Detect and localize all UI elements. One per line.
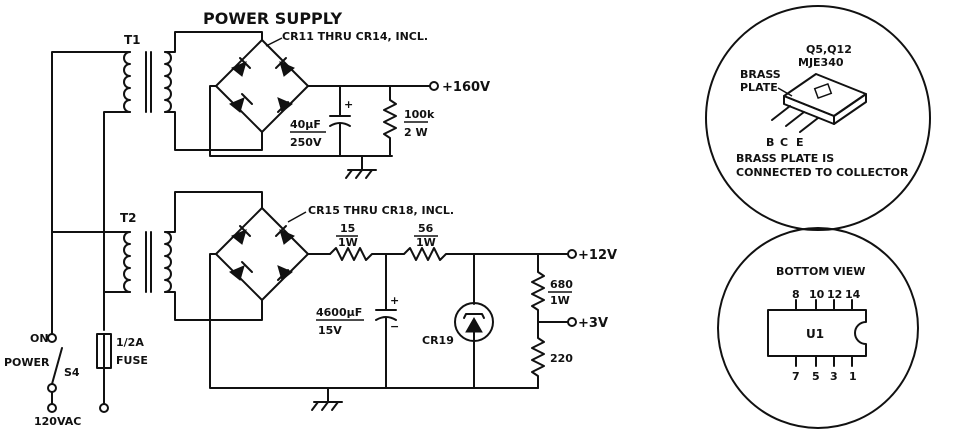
- plate-label-1: BRASS: [740, 68, 781, 81]
- bridge-cr15-cr18: [215, 207, 309, 301]
- transistor-parts: Q5,Q12: [806, 43, 852, 56]
- pin-c: C: [780, 136, 788, 149]
- wire-t1-primary-a: [51, 51, 131, 233]
- wire-t2-sec-bottom: [164, 291, 263, 321]
- cap2-voltage: 15V: [318, 324, 342, 337]
- capacitor-4600uf: + − 4600μF 15V: [316, 253, 399, 389]
- fuse-rating: 1/2A: [116, 336, 144, 349]
- r15-value: 15: [340, 222, 355, 235]
- cap1-value: 40μF: [290, 118, 321, 131]
- switch-id: S4: [64, 366, 80, 379]
- transformer-t2: T2: [120, 211, 172, 293]
- ground-top: [345, 155, 377, 179]
- plate-label-2: PLATE: [740, 81, 778, 94]
- ic-bottom-pin-1: 1: [849, 370, 857, 383]
- output-3v: +3V: [578, 316, 608, 331]
- r220-value: 220: [550, 352, 573, 365]
- title: POWER SUPPLY: [203, 9, 342, 28]
- output-160v: +160V: [442, 80, 490, 95]
- bridge2-label: CR15 THRU CR18, INCL.: [308, 204, 454, 217]
- transistor-note-1: BRASS PLATE IS: [736, 152, 834, 165]
- r680-power: 1W: [550, 294, 570, 307]
- terminal-12v: [567, 249, 577, 259]
- terminal-3v: [567, 317, 577, 327]
- cap1-polarity: +: [344, 98, 353, 111]
- zener-label: CR19: [422, 334, 454, 347]
- r15-power: 1W: [338, 236, 358, 249]
- switch-on-label: ON: [30, 332, 49, 345]
- res100k-value: 100k: [404, 108, 435, 121]
- wire-bridge2-return: [209, 253, 539, 389]
- terminal-160v: [429, 81, 439, 91]
- r56-value: 56: [418, 222, 434, 235]
- ic-top-pin-10: 10: [809, 288, 825, 301]
- transformer-t1: T1: [123, 33, 172, 113]
- wire-t1-sec-bottom: [164, 111, 263, 151]
- ic-title: BOTTOM VIEW: [776, 265, 865, 278]
- cap2-minus: −: [390, 320, 399, 333]
- resistor-100k: 100k 2 W: [383, 85, 435, 157]
- pin-e: E: [796, 136, 804, 149]
- t2-label: T2: [120, 211, 137, 225]
- ic-bottom-pin-7: 7: [792, 370, 800, 383]
- wire-t1-primary-b: [103, 111, 131, 331]
- res100k-power: 2 W: [404, 126, 428, 139]
- transistor-note-2: CONNECTED TO COLLECTOR: [736, 166, 909, 179]
- fuse: 1/2A FUSE: [96, 333, 148, 413]
- r680-value: 680: [550, 278, 573, 291]
- ic-bottom-pin-5: 5: [812, 370, 820, 383]
- t1-label: T1: [124, 33, 141, 47]
- wire-t2-sec-top: [164, 191, 263, 233]
- wire-t1-sec-top: [164, 31, 263, 53]
- power-switch-s4: ON POWER S4 120VAC: [4, 231, 81, 428]
- ic-top-pin-8: 8: [792, 288, 800, 301]
- bridge-cr11-cr14: [215, 39, 309, 133]
- ic-detail: BOTTOM VIEW U1 8 10 12 14 7 5 3 1: [717, 227, 919, 429]
- resistor-680: 680 1W: [531, 253, 573, 323]
- bridge1-label: CR11 THRU CR14, INCL.: [282, 30, 428, 43]
- fuse-label: FUSE: [116, 354, 148, 367]
- cap1-voltage: 250V: [290, 136, 322, 149]
- cap2-value: 4600μF: [316, 306, 362, 319]
- ground-bottom: [311, 387, 343, 411]
- ic-label: U1: [806, 327, 824, 341]
- line-voltage: 120VAC: [34, 415, 81, 428]
- zener-cr19: CR19: [422, 253, 494, 389]
- pin-b: B: [766, 136, 774, 149]
- transistor-type: MJE340: [798, 56, 844, 69]
- transistor-detail: Q5,Q12 MJE340 BRASS PLATE B C E BRASS PL…: [705, 5, 931, 231]
- resistor-56: 56 1W: [385, 222, 471, 261]
- resistor-15: 15 1W: [329, 222, 387, 261]
- output-12v: +12V: [578, 248, 617, 263]
- cap2-plus: +: [390, 294, 399, 307]
- ic-top-pin-12: 12: [827, 288, 842, 301]
- switch-power-label: POWER: [4, 356, 50, 369]
- resistor-220: 220: [531, 321, 573, 389]
- capacitor-40uf: + 40μF 250V: [290, 85, 353, 157]
- r56-power: 1W: [416, 236, 436, 249]
- ic-bottom-pin-3: 3: [830, 370, 838, 383]
- ic-top-pin-14: 14: [845, 288, 861, 301]
- wire-bridge1-return: [209, 85, 393, 157]
